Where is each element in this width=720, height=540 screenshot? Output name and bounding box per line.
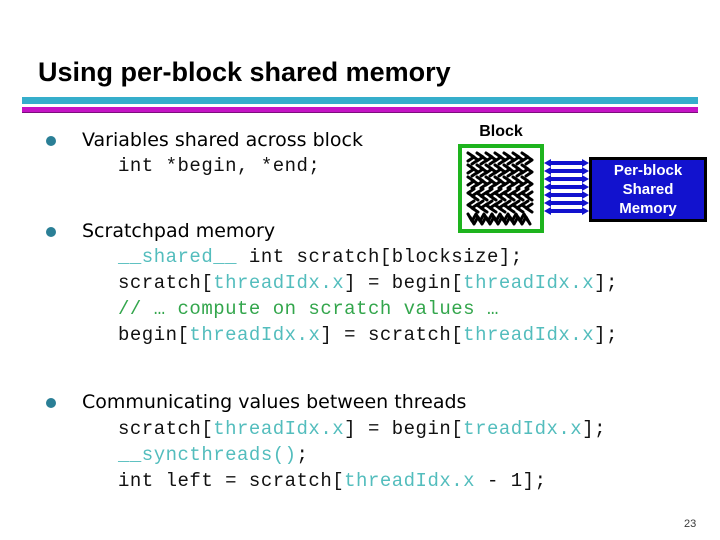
- bus-arrows: [544, 159, 589, 215]
- thread-block-box: [458, 144, 544, 233]
- code-line: begin[threadIdx.x] = scratch[threadIdx.x…: [118, 324, 618, 346]
- bullet-dot-icon: [46, 398, 56, 408]
- memory-label-line: Per-block: [613, 162, 683, 179]
- shared-memory-box: Per-block Shared Memory: [589, 157, 707, 222]
- code-line: scratch[threadIdx.x] = begin[treadIdx.x]…: [118, 418, 607, 440]
- bullet-1-label: Variables shared across block: [82, 129, 363, 151]
- code-line: // … compute on scratch values …: [118, 298, 499, 320]
- memory-label-line: Shared: [622, 181, 674, 198]
- code-block-scratchpad: __shared__ int scratch[blocksize]; scratc…: [118, 244, 618, 348]
- bullet-3-label: Communicating values between threads: [82, 391, 467, 413]
- code-line: int left = scratch[threadIdx.x - 1];: [118, 470, 547, 492]
- threads-scribble-icon: [466, 151, 534, 225]
- double-arrow-icon: [544, 199, 589, 207]
- double-arrow-icon: [544, 175, 589, 183]
- code-line: scratch[threadIdx.x] = begin[threadIdx.x…: [118, 272, 618, 294]
- code-line: int *begin, *end;: [118, 155, 321, 177]
- code-line: __shared__ int scratch[blocksize];: [118, 246, 523, 268]
- page-number: 23: [684, 518, 697, 530]
- double-arrow-icon: [544, 183, 589, 191]
- code-block-communication: scratch[threadIdx.x] = begin[treadIdx.x]…: [118, 416, 606, 494]
- title-rule-cyan: [22, 97, 698, 104]
- slide-title: Using per-block shared memory: [38, 57, 451, 87]
- bullet-dot-icon: [46, 136, 56, 146]
- bullet-2-label: Scratchpad memory: [82, 220, 276, 242]
- double-arrow-icon: [544, 191, 589, 199]
- title-rule-magenta: [22, 107, 698, 113]
- double-arrow-icon: [544, 159, 589, 167]
- double-arrow-icon: [544, 167, 589, 175]
- code-line: __syncthreads();: [118, 444, 309, 466]
- double-arrow-icon: [544, 207, 589, 215]
- bullet-dot-icon: [46, 227, 56, 237]
- code-block-variables: int *begin, *end;: [118, 153, 320, 179]
- memory-label-line: Memory: [619, 200, 677, 217]
- block-diagram-label: Block: [479, 123, 523, 140]
